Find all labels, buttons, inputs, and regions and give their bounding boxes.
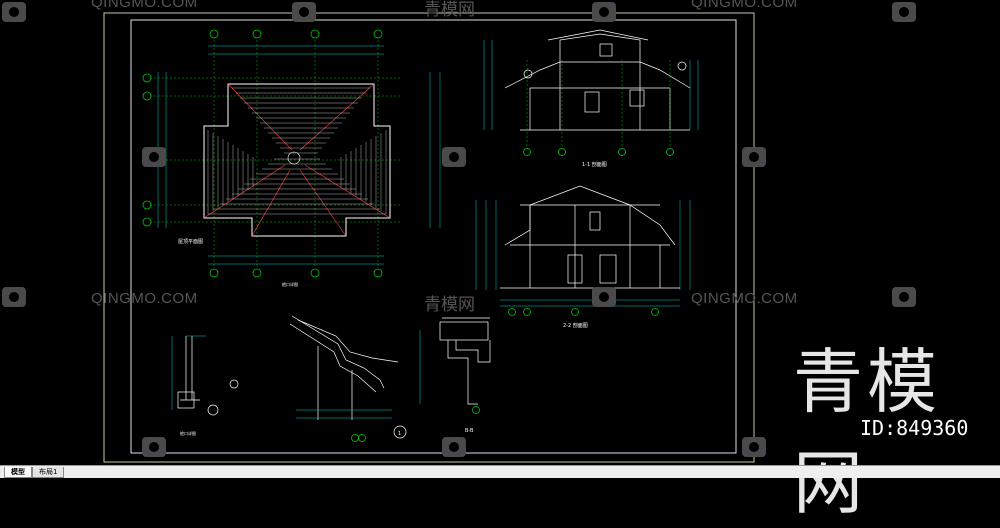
section-2-caption: 2-2 剖面图 — [563, 322, 588, 329]
watermark-text: QINGMO.COM — [691, 290, 798, 307]
section-1-1 — [483, 29, 699, 156]
watermark-logo-icon — [140, 145, 168, 169]
cad-drawing-canvas[interactable]: 屋顶平面图 — [0, 0, 1000, 465]
layout-tab-bar: 模型 布局1 — [0, 465, 1000, 478]
watermark-text: QINGMO.COM — [91, 0, 198, 11]
watermark-cn: 青模网 — [424, 295, 475, 314]
sheet-outer-frame — [103, 12, 755, 463]
watermark-logo-icon — [890, 285, 918, 309]
tab-model[interactable]: 模型 — [4, 467, 32, 478]
watermark-logo-icon — [590, 285, 618, 309]
plan-caption: 屋顶平面图 — [178, 239, 203, 245]
detail-column — [171, 335, 239, 416]
watermark-logo-icon — [140, 435, 168, 459]
detail-note: 檐口详图 — [180, 430, 196, 436]
watermark-text: QINGMO.COM — [691, 0, 798, 11]
detail-eave — [289, 315, 407, 442]
sheet-inner-frame — [130, 19, 737, 454]
detail-b-caption: B-B — [465, 428, 474, 434]
watermark-logo-icon — [0, 0, 28, 24]
watermark-logo-icon — [740, 435, 768, 459]
section-1-caption: 1-1 剖面图 — [582, 161, 607, 168]
watermark-logo-icon — [290, 0, 318, 24]
watermark-cn: 青模网 — [424, 0, 475, 19]
watermark-logo-icon — [740, 145, 768, 169]
watermark-logo-icon — [440, 145, 468, 169]
watermark-logo-icon — [890, 0, 918, 24]
watermark-logo-icon — [440, 435, 468, 459]
detail-eave-title: 檐口详图 — [282, 281, 298, 287]
detail-1-label: 1 — [398, 431, 401, 437]
detail-b-b — [419, 317, 491, 414]
section-2-2 — [475, 185, 691, 316]
watermark-text: QINGMO.COM — [91, 290, 198, 307]
watermark-logo-icon — [0, 285, 28, 309]
watermark-logo-icon — [590, 0, 618, 24]
roof-plan — [142, 29, 441, 278]
tab-layout-1[interactable]: 布局1 — [32, 467, 65, 478]
model-id-label: ID:849360 — [860, 416, 969, 440]
